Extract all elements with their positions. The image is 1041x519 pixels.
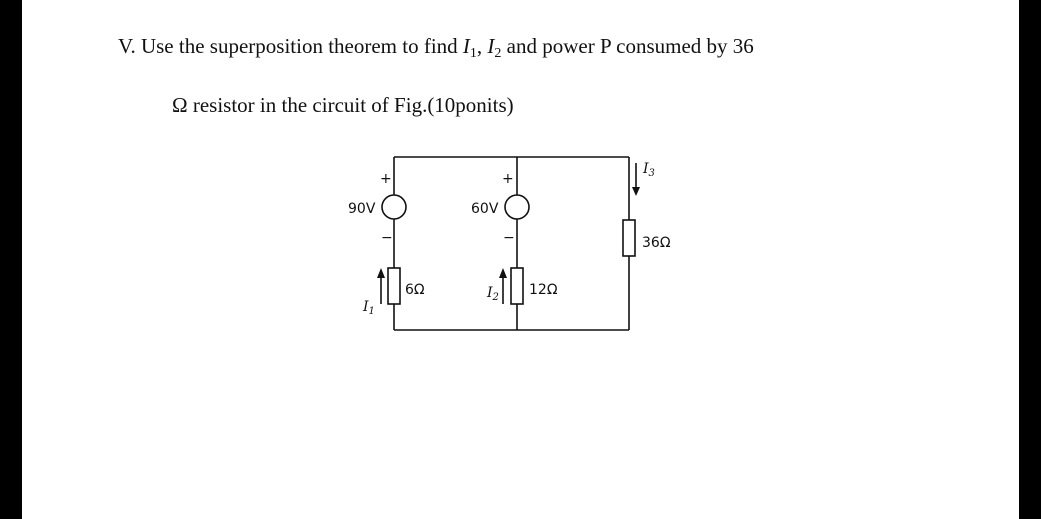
problem-text-line2: resistor in the circuit of Fig.(10ponits… (192, 93, 514, 117)
problem-number: V. (118, 34, 136, 58)
problem-line-2: Ω resistor in the circuit of Fig.(10poni… (172, 93, 514, 118)
source-90v-plus: + (380, 171, 392, 187)
problem-text-prefix: Use the superposition theorem to find (140, 34, 458, 58)
problem-line-1: V. Use the superposition theorem to find… (118, 34, 754, 61)
source-60v-label: 60V (471, 201, 499, 217)
resistor-36-ohm-icon (622, 219, 636, 257)
source-90v-minus: − (381, 230, 393, 246)
voltage-source-90v-icon (381, 194, 407, 220)
resistor-36-ohm-label: 36Ω (642, 235, 671, 251)
resistor-6-ohm-label: 6Ω (405, 282, 425, 298)
document-page (22, 0, 1019, 519)
resistor-12-ohm-label: 12Ω (529, 282, 558, 298)
current-i1-subscript: 1 (469, 46, 477, 61)
arrowhead-i1-icon (377, 268, 385, 278)
current-i2-subscript: 2 (494, 46, 502, 61)
separator: , (476, 34, 483, 58)
source-60v-minus: − (503, 230, 515, 246)
current-i1-label: I1 (362, 299, 375, 317)
arrowhead-i3-icon (632, 187, 640, 196)
ohm-symbol: Ω (172, 93, 188, 117)
voltage-source-60v-icon (504, 194, 530, 220)
current-i2-symbol: I (487, 34, 495, 58)
current-i2-label: I2 (486, 285, 499, 303)
arrowhead-i2-icon (499, 268, 507, 278)
source-60v-plus: + (502, 171, 514, 187)
current-i3-label: I3 (642, 161, 655, 179)
current-i1-symbol: I (462, 34, 470, 58)
problem-text-suffix: and power P consumed by 36 (506, 34, 754, 58)
source-90v-label: 90V (348, 201, 376, 217)
resistor-6-ohm-icon (387, 267, 401, 305)
resistor-12-ohm-icon (510, 267, 524, 305)
